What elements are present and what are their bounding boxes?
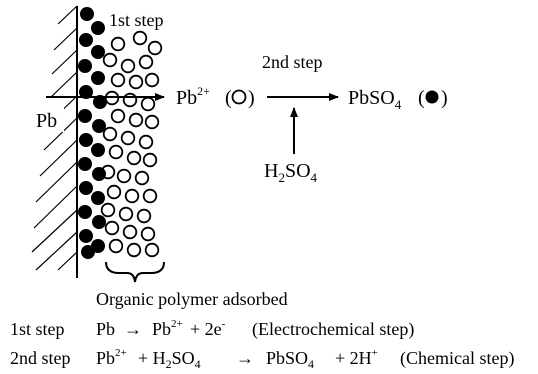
polymer-brace [105,261,165,283]
pbso4-particles [78,7,107,259]
pbso4-particle [78,59,92,73]
svg-text:+ H2SO4: + H2SO4 [138,348,201,371]
h2so4-label: H2SO4 [264,160,318,185]
svg-text:): ) [248,87,255,109]
pb2plus-ion [142,152,158,168]
pbso4-particle [91,21,105,35]
svg-text:Pb2+: Pb2+ [96,347,127,368]
equation-second-step: 2nd step Pb2+ + H2SO4 → PbSO4 + 2H+ (Che… [10,347,514,371]
filled-circle-symbol [425,90,439,104]
pb2plus-label: Pb2+ ( ) [176,84,255,109]
pb2plus-ion [110,72,126,88]
pb2plus-ion [128,74,144,90]
pb2plus-ion [126,242,142,258]
pbso4-particle [93,95,107,109]
pb2plus-ion [106,184,122,200]
pb2plus-ion [116,168,132,184]
svg-text:(: ( [418,87,425,109]
svg-text:Pb2+: Pb2+ [176,84,210,109]
svg-text:Pb2+: Pb2+ [152,318,183,339]
pbso4-particle [79,181,93,195]
pb2plus-ion [118,206,134,222]
pbso4-particle [92,119,106,133]
pbso4-particle [78,109,92,123]
svg-text:Pb: Pb [96,319,115,339]
svg-text:PbSO4: PbSO4 [348,87,402,112]
pb2plus-ion [122,224,138,240]
svg-text:(: ( [225,87,232,109]
svg-text:1st step: 1st step [10,319,65,339]
pbso4-particle [91,71,105,85]
pb2plus-ion [122,92,138,108]
pb2plus-ion [144,72,160,88]
pb2plus-ion [120,130,136,146]
pb2plus-ion [102,126,118,142]
pbso4-particle [80,7,94,21]
pb2plus-ion [134,170,150,186]
pb2plus-ion [120,58,136,74]
pbso4-particle [79,33,93,47]
pb2plus-ion [147,40,163,56]
second-step-label: 2nd step [262,52,323,72]
pb2plus-ion [102,52,118,68]
pb2plus-ions [100,30,163,258]
pbso4-particle [91,191,105,205]
pbso4-particle [92,167,106,181]
pb2plus-ion [110,36,126,52]
pbso4-particle [81,245,95,259]
svg-text:+ 2H+: + 2H+ [335,347,378,368]
pbso4-particle [79,85,93,99]
pbso4-particle [79,133,93,147]
pb-label-bg [34,106,64,132]
pb2plus-ion [132,30,148,46]
svg-text:2nd step: 2nd step [10,348,71,368]
pb2plus-ion [140,226,156,242]
pbso4-particle [91,143,105,157]
pb2plus-ion [108,238,124,254]
open-circle-symbol [231,89,247,105]
pb2plus-ion [110,108,126,124]
pbso4-particle [91,45,105,59]
svg-text:→: → [124,319,142,339]
pb2plus-ion [108,144,124,160]
svg-text:+ 2e-: + 2e- [190,318,226,339]
pb2plus-ion [128,112,144,128]
pb2plus-ion [104,220,120,236]
svg-text:→: → [236,348,254,368]
pb2plus-ion [136,208,152,224]
pbso4-particle [79,229,93,243]
pb2plus-ion [138,54,154,70]
svg-text:): ) [441,87,448,109]
svg-text:(Electrochemical step): (Electrochemical step) [252,319,414,340]
svg-text:(Chemical step): (Chemical step) [400,348,514,369]
pbso4-label: PbSO4 ( ) [348,87,448,112]
pb2plus-ion [140,96,156,112]
pbso4-particle [92,215,106,229]
pb2plus-ion [100,202,116,218]
pb2plus-ion [138,134,154,150]
organic-polymer-label: Organic polymer adsorbed [96,289,288,309]
pbso4-particle [78,157,92,171]
pb2plus-ion [144,114,160,130]
pb2plus-ion [124,188,140,204]
pb2plus-ion [144,242,160,258]
pb-electrode-label: Pb [36,110,57,132]
pb2plus-ion [142,188,158,204]
equation-first-step: 1st step Pb → Pb2+ + 2e- (Electrochemica… [10,318,414,340]
svg-text:PbSO4: PbSO4 [266,348,314,371]
electrode-hatching [31,5,78,271]
pb2plus-ion [126,150,142,166]
pbso4-particle [78,205,92,219]
first-step-label: 1st step [109,10,164,30]
pb2plus-ion [100,164,116,180]
